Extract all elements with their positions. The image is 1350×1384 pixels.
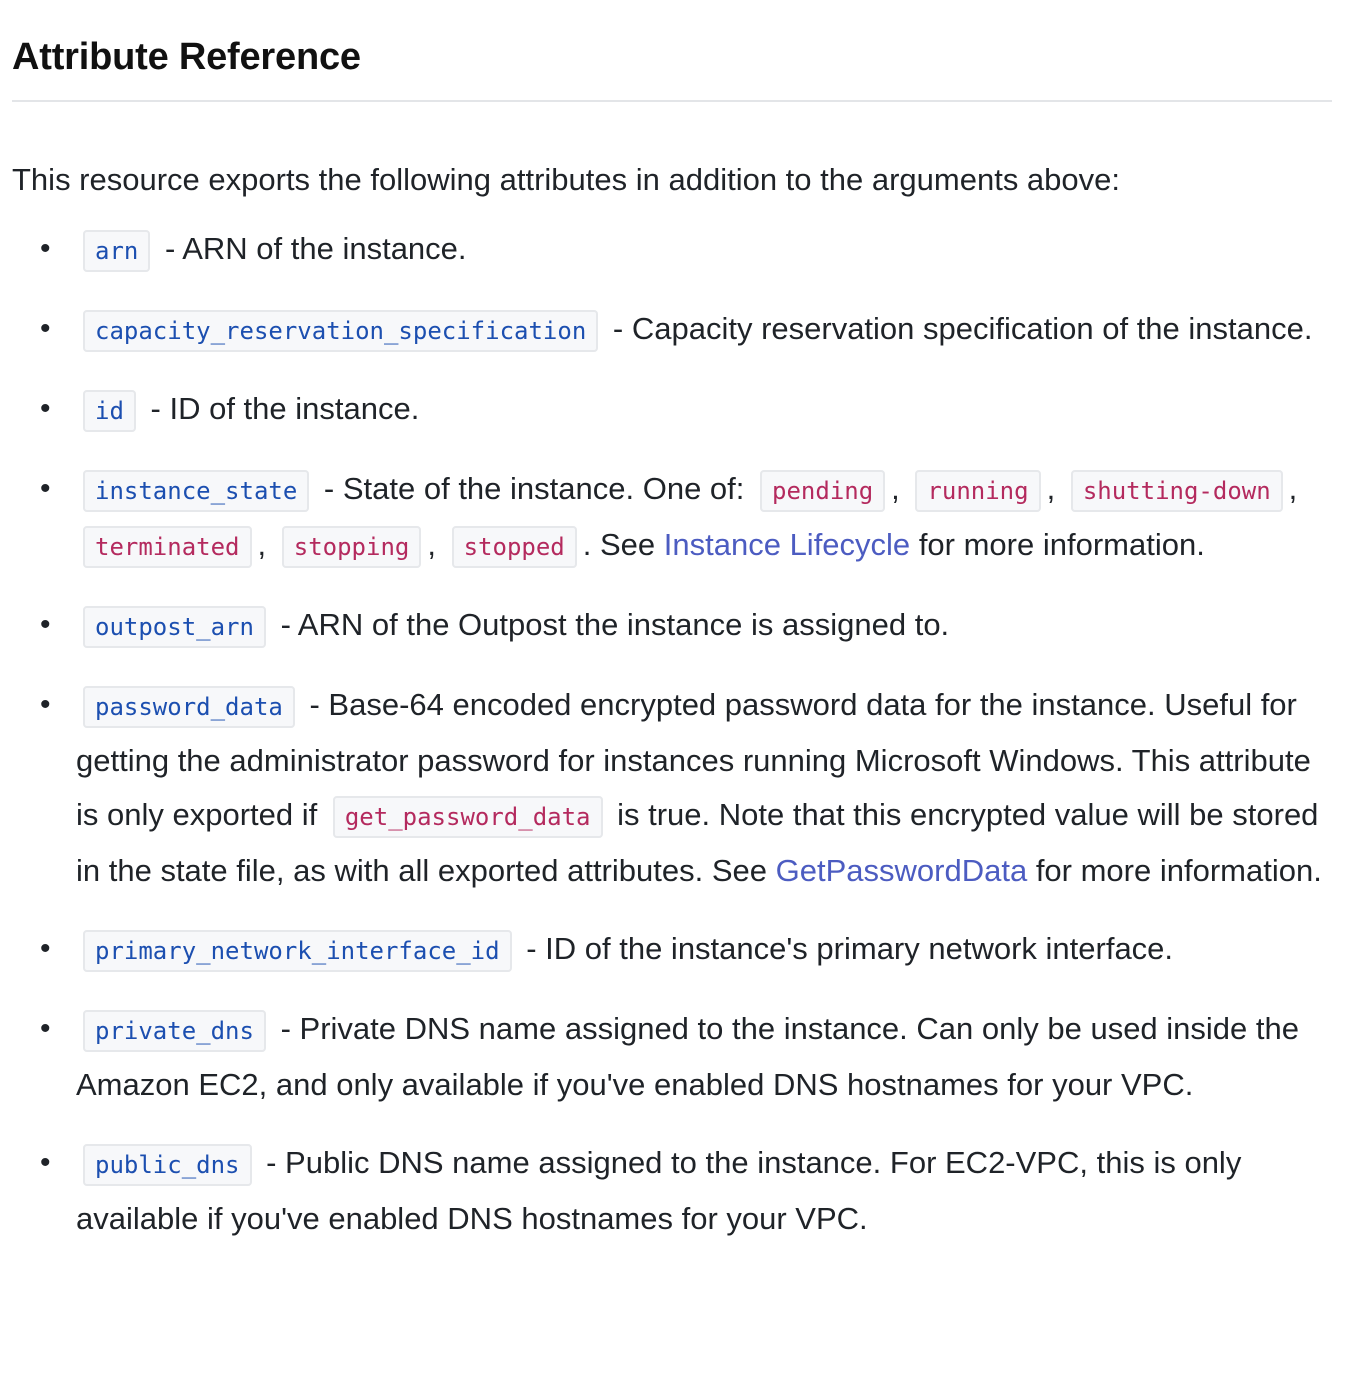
attr-desc-password-data-after: for more information. (1035, 853, 1322, 888)
list-item-private-dns: • private_dns - Private DNS name assigne… (40, 1002, 1332, 1112)
bullet: • (40, 472, 51, 505)
see-prefix: . See (582, 527, 656, 562)
attr-desc-private-dns: - Private DNS name assigned to the insta… (76, 1011, 1299, 1102)
attr-name-private-dns: private_dns (83, 1010, 266, 1052)
attr-name-arn: arn (83, 230, 151, 272)
attr-name-capacity: capacity_reservation_specification (83, 310, 599, 352)
bullet: • (40, 232, 51, 265)
attr-name-public-dns: public_dns (83, 1144, 252, 1186)
attr-desc-arn: - ARN of the instance. (164, 231, 467, 266)
divider (12, 100, 1332, 102)
intro-text: This resource exports the following attr… (12, 162, 1121, 197)
attr-name-outpost-arn: outpost_arn (83, 606, 266, 648)
attr-desc-capacity: - Capacity reservation specification of … (612, 311, 1313, 346)
bullet: • (40, 392, 51, 425)
list-item-outpost-arn: • outpost_arn - ARN of the Outpost the i… (40, 598, 1332, 654)
comma: , (427, 527, 436, 562)
comma: , (1046, 471, 1056, 506)
attr-name-instance-state: instance_state (83, 470, 310, 512)
list-item-instance-state: • instance_state - State of the instance… (40, 462, 1332, 574)
bullet: • (40, 688, 51, 721)
state-value-terminated: terminated (83, 526, 252, 568)
bullet: • (40, 932, 51, 965)
bullet: • (40, 1146, 51, 1179)
getpassworddata-link[interactable]: GetPasswordData (775, 853, 1028, 888)
see-suffix: for more information. (918, 527, 1205, 562)
list-item-capacity: • capacity_reservation_specification - C… (40, 302, 1332, 358)
get-password-data-code: get_password_data (332, 796, 603, 838)
state-value-stopping: stopping (281, 526, 422, 568)
list-item-public-dns: • public_dns - Public DNS name assigned … (40, 1136, 1332, 1246)
attr-desc-id: - ID of the instance. (150, 391, 420, 426)
attribute-reference-section: Attribute Reference This resource export… (12, 36, 1332, 1246)
attribute-list: • arn - ARN of the instance. • capacity_… (12, 200, 1332, 1246)
bullet: • (40, 608, 51, 641)
attr-name-primary-network-interface-id: primary_network_interface_id (83, 930, 512, 972)
state-value-shutting-down: shutting-down (1070, 470, 1283, 512)
attr-desc-public-dns: - Public DNS name assigned to the instan… (76, 1145, 1242, 1236)
list-item-arn: • arn - ARN of the instance. (40, 222, 1332, 278)
comma: , (1288, 471, 1298, 506)
attr-name-id: id (83, 390, 136, 432)
list-item-primary-network-interface-id: • primary_network_interface_id - ID of t… (40, 922, 1332, 978)
attr-desc-password-data-middle: is true. Note that this encrypted value … (76, 797, 1319, 888)
state-value-pending: pending (760, 470, 886, 512)
list-item-password-data: • password_data - Base-64 encoded encryp… (40, 678, 1332, 898)
attr-desc-primary-network-interface-id: - ID of the instance's primary network i… (526, 931, 1174, 966)
attr-name-password-data: password_data (83, 686, 295, 728)
bullet: • (40, 1012, 51, 1045)
comma: , (257, 527, 267, 562)
comma: , (891, 471, 900, 506)
attr-desc-instance-state: - State of the instance. One of: (323, 471, 745, 506)
section-heading: Attribute Reference (12, 36, 361, 78)
attr-desc-password-data: - Base-64 encoded encrypted password dat… (76, 687, 1311, 832)
state-value-running: running (915, 470, 1041, 512)
list-item-id: • id - ID of the instance. (40, 382, 1332, 438)
state-value-stopped: stopped (451, 526, 577, 568)
bullet: • (40, 312, 51, 345)
attr-desc-outpost-arn: - ARN of the Outpost the instance is ass… (280, 607, 950, 642)
instance-lifecycle-link[interactable]: Instance Lifecycle (663, 527, 911, 562)
